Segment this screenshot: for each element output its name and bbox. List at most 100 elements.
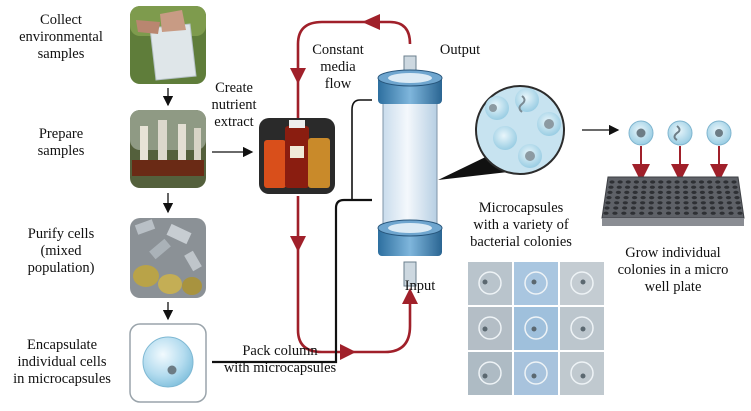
collect-photo bbox=[130, 6, 206, 84]
well bbox=[691, 196, 697, 200]
well bbox=[665, 211, 672, 215]
well bbox=[683, 196, 689, 200]
well bbox=[683, 211, 690, 215]
input-label: Input bbox=[404, 278, 436, 294]
well bbox=[632, 190, 638, 194]
well bbox=[657, 211, 663, 215]
micrograph-tile bbox=[468, 307, 512, 350]
micrograph-tile bbox=[514, 352, 558, 395]
well bbox=[616, 185, 622, 189]
well bbox=[604, 206, 610, 210]
well bbox=[649, 185, 655, 189]
well bbox=[633, 185, 639, 189]
well bbox=[736, 206, 742, 210]
well bbox=[683, 201, 689, 205]
micrograph-colony bbox=[482, 279, 488, 285]
well bbox=[615, 190, 622, 194]
well bbox=[708, 190, 714, 194]
well bbox=[716, 190, 722, 194]
well bbox=[640, 196, 646, 200]
chromatography-column bbox=[377, 55, 443, 287]
well bbox=[674, 185, 680, 189]
well bbox=[605, 201, 611, 205]
picked-colonies bbox=[628, 120, 732, 146]
micrograph-capsule bbox=[524, 361, 548, 385]
microcapsule-zoom bbox=[475, 85, 565, 175]
well bbox=[648, 206, 654, 210]
well bbox=[683, 190, 689, 194]
well bbox=[624, 185, 631, 189]
well bbox=[621, 211, 627, 215]
well bbox=[649, 196, 655, 200]
well bbox=[666, 196, 672, 200]
flow-arrowhead-upper bbox=[290, 68, 306, 84]
micrograph-tile bbox=[560, 352, 604, 395]
well bbox=[674, 190, 680, 194]
well bbox=[603, 211, 609, 215]
micrograph-capsule bbox=[570, 361, 594, 385]
well bbox=[700, 196, 706, 200]
well bbox=[692, 201, 698, 205]
well bbox=[718, 201, 724, 205]
well bbox=[699, 185, 705, 189]
well bbox=[624, 190, 630, 194]
pack-column-line bbox=[212, 198, 372, 364]
micrograph-capsule bbox=[524, 271, 548, 295]
well bbox=[631, 201, 637, 205]
well bbox=[639, 206, 645, 210]
well bbox=[728, 211, 734, 215]
micrograph-colony bbox=[482, 373, 488, 379]
well bbox=[641, 180, 648, 184]
well bbox=[710, 206, 716, 210]
well bbox=[657, 190, 664, 194]
micrograph-tile bbox=[468, 352, 512, 395]
purify-photo bbox=[130, 218, 206, 298]
well bbox=[710, 211, 716, 215]
well bbox=[649, 190, 655, 194]
well bbox=[632, 196, 638, 200]
well bbox=[691, 190, 697, 194]
well bbox=[725, 196, 732, 200]
well bbox=[657, 206, 663, 210]
micrograph-colony bbox=[531, 279, 537, 285]
well bbox=[648, 211, 654, 215]
well bbox=[666, 201, 672, 205]
well bbox=[700, 201, 706, 205]
flow-arrowhead-top bbox=[362, 14, 380, 30]
well bbox=[674, 196, 680, 200]
well bbox=[614, 201, 620, 205]
well bbox=[640, 201, 646, 205]
micrograph-capsule bbox=[478, 361, 502, 385]
flow-arrowhead-bottom bbox=[340, 344, 356, 360]
well bbox=[633, 180, 640, 184]
well bbox=[707, 185, 713, 189]
well bbox=[734, 196, 740, 200]
well bbox=[666, 190, 672, 194]
well bbox=[630, 211, 636, 215]
well bbox=[666, 180, 672, 184]
well bbox=[725, 190, 731, 194]
flow-arrowhead-lower bbox=[290, 236, 306, 252]
well bbox=[614, 196, 621, 200]
well bbox=[657, 196, 663, 200]
well bbox=[699, 190, 706, 194]
well bbox=[735, 201, 741, 205]
well bbox=[674, 206, 681, 210]
well bbox=[650, 180, 656, 184]
micrograph-colony bbox=[580, 373, 586, 379]
well bbox=[608, 185, 614, 189]
well bbox=[690, 180, 696, 184]
well bbox=[731, 180, 737, 184]
well bbox=[674, 211, 681, 215]
well bbox=[691, 185, 697, 189]
well bbox=[709, 201, 715, 205]
well bbox=[717, 196, 723, 200]
